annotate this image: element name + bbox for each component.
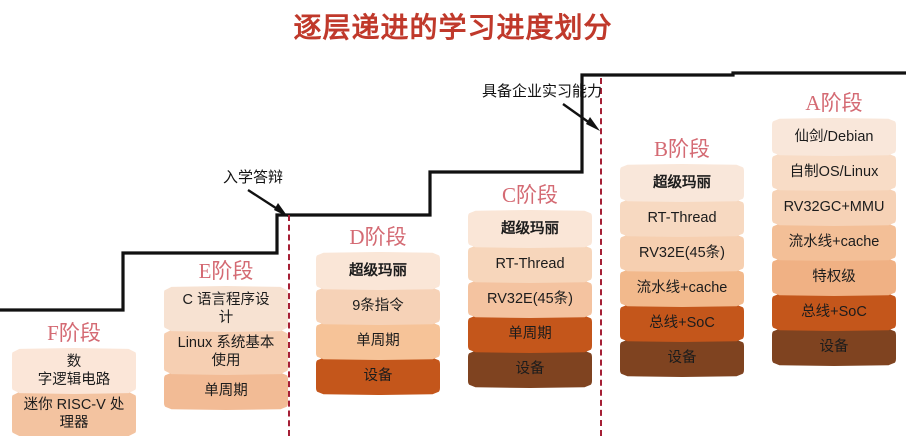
stage-block[interactable]: 总线+SoC xyxy=(772,293,896,331)
stage-block[interactable]: 9条指令 xyxy=(316,287,440,325)
stage-block-label: 设备 xyxy=(819,339,849,355)
page-title: 逐层递进的学习进度划分 xyxy=(293,12,613,43)
stage-block[interactable]: 设备 xyxy=(316,357,440,395)
annotation-internship-capability: 具备企业实习能力 xyxy=(482,84,603,100)
annotation-arrow-1 xyxy=(247,188,288,217)
stage-block-label: 数字逻辑电路 xyxy=(37,354,111,388)
stage-block-label: 设备 xyxy=(515,361,545,377)
stage-block[interactable]: 总线+SoC xyxy=(620,304,744,342)
stage-divider-d xyxy=(288,215,290,436)
annotation-entrance-defense: 入学答辩 xyxy=(223,170,284,186)
stage-column-d: D阶段超级玛丽 9条指令单周期设备 xyxy=(316,224,440,395)
stage-block[interactable]: 设备 xyxy=(620,339,744,377)
stage-block[interactable]: RT-Thread xyxy=(620,199,744,237)
stage-block-label: 总线+SoC xyxy=(649,315,715,331)
stage-block[interactable]: 设备 xyxy=(772,328,896,366)
stage-block-label: RV32GC+MMU xyxy=(783,199,885,215)
stage-block-label: C 语言程序设计 xyxy=(182,292,270,326)
stage-block[interactable]: 单周期 xyxy=(468,315,592,353)
stage-block[interactable]: Linux 系统基本使用 xyxy=(164,329,288,375)
stage-block[interactable]: C 语言程序设计 xyxy=(164,286,288,332)
stage-block-label: RV32E(45条) xyxy=(487,291,573,307)
stage-block[interactable]: 仙剑/Debian xyxy=(772,118,896,156)
stage-block-label: 设备 xyxy=(363,368,393,384)
stage-block[interactable]: 特权级 xyxy=(772,258,896,296)
stage-block-label: 超级玛丽 xyxy=(349,263,407,279)
stage-block[interactable]: 超级玛丽 xyxy=(468,210,592,248)
staircase-path xyxy=(0,71,906,312)
stage-block-label: RT-Thread xyxy=(647,210,717,226)
stage-block-label: 流水线+cache xyxy=(788,234,880,250)
stage-block[interactable]: 流水线+cache xyxy=(620,269,744,307)
stage-block-label: 流水线+cache xyxy=(636,280,728,296)
stage-block[interactable]: 数字逻辑电路 xyxy=(12,348,136,394)
stage-block[interactable]: RV32E(45条) xyxy=(468,280,592,318)
stage-block[interactable]: RV32E(45条) xyxy=(620,234,744,272)
stage-block-list: 数字逻辑电路迷你 RISC-V 处理器 xyxy=(12,348,136,436)
stage-label-a: A阶段 xyxy=(805,91,863,115)
stage-block[interactable]: 单周期 xyxy=(164,372,288,410)
stage-block-list: 超级玛丽 9条指令单周期设备 xyxy=(316,252,440,395)
stage-label-d: D阶段 xyxy=(349,225,407,249)
stage-block[interactable]: 流水线+cache xyxy=(772,223,896,261)
stage-block-label: 总线+SoC xyxy=(801,304,867,320)
stage-block-label: 9条指令 xyxy=(352,298,404,314)
stage-label-e: E阶段 xyxy=(198,259,254,283)
stage-block-label: 单周期 xyxy=(204,383,248,399)
stage-divider-b xyxy=(600,78,602,436)
stage-block[interactable]: 超级玛丽 xyxy=(316,252,440,290)
stage-block-label: 设备 xyxy=(667,350,697,366)
stage-column-f: F阶段数字逻辑电路迷你 RISC-V 处理器 xyxy=(12,320,136,436)
stage-column-e: E阶段 C 语言程序设计 Linux 系统基本使用单周期 xyxy=(164,258,288,410)
annotation-arrow-2 xyxy=(562,103,600,131)
stage-block-label: 单周期 xyxy=(508,326,552,342)
stage-block[interactable]: 单周期 xyxy=(316,322,440,360)
stage-block-label: Linux 系统基本使用 xyxy=(177,335,275,369)
stage-block[interactable]: 设备 xyxy=(468,350,592,388)
stage-block-label: 仙剑/Debian xyxy=(794,129,874,145)
stage-block-label: 超级玛丽 xyxy=(501,221,559,237)
stage-label-f: F阶段 xyxy=(47,321,101,345)
stage-label-b: B阶段 xyxy=(653,137,710,161)
stage-block[interactable]: 超级玛丽 xyxy=(620,164,744,202)
stage-block-label: RT-Thread xyxy=(495,256,565,272)
stage-block-label: RV32E(45条) xyxy=(639,245,725,261)
stage-block[interactable]: 迷你 RISC-V 处理器 xyxy=(12,391,136,436)
stage-block-label: 自制OS/Linux xyxy=(789,164,879,180)
stage-block-list: C 语言程序设计 Linux 系统基本使用单周期 xyxy=(164,286,288,410)
stage-block[interactable]: RV32GC+MMU xyxy=(772,188,896,226)
stage-block[interactable]: 自制OS/Linux xyxy=(772,153,896,191)
stage-block-label: 单周期 xyxy=(356,333,400,349)
stage-block-label: 特权级 xyxy=(812,269,856,285)
stage-block-label: 超级玛丽 xyxy=(653,175,711,191)
stage-block[interactable]: RT-Thread xyxy=(468,245,592,283)
stage-block-label: 迷你 RISC-V 处理器 xyxy=(23,397,125,431)
stage-label-c: C阶段 xyxy=(501,183,558,207)
